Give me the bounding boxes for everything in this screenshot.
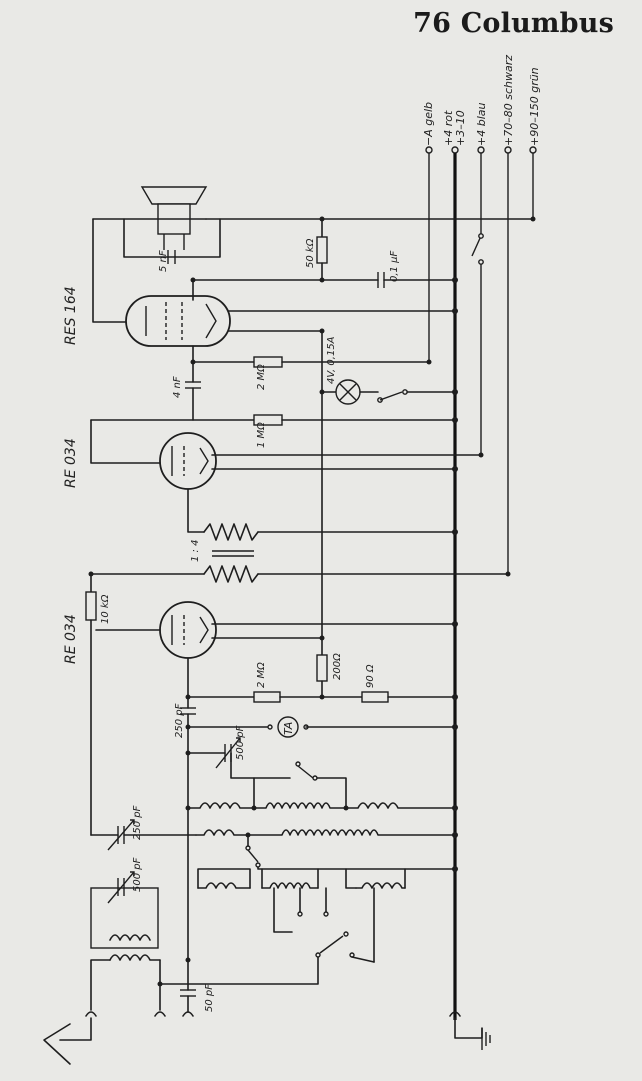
terminal-label-plus-4-rot: +4 rot [442,110,455,146]
terminal-plus-70-80 [504,146,512,154]
socket-aerial-a [85,1011,97,1017]
pilot-lamp [335,379,361,405]
resistor-2m-bottom [253,691,281,703]
terminal-minus-a [425,146,433,154]
label-transformer-ratio: 1 : 4 [190,540,201,562]
coil-tune-c [355,882,406,889]
label-r-1m: 1 MΩ [256,422,267,448]
band-switch-lower [315,931,355,958]
resistor-200 [316,654,328,682]
label-c-250pf-grid: 250 pF [174,703,185,738]
label-tube-res164: RES 164 [63,286,79,345]
band-switch-upper [295,761,318,781]
label-c-5nf: 5 nF [158,250,169,272]
terminal-plus-90-150 [529,146,537,154]
tube-re034-lower [159,601,217,659]
coil-medium-wave [345,802,456,809]
terminal-label-plus-4-blau: +4 blau [475,103,488,146]
resistor-10k [85,591,97,621]
label-r-2m-bottom: 2 MΩ [256,662,267,688]
coil-tune-a [197,882,251,889]
label-c-500pf-tune: 500 pF [132,857,143,892]
label-r-50k: 50 kΩ [305,238,316,268]
interstage-transformer [203,523,259,583]
filament-switch [471,233,484,265]
coil-long-wave [253,802,347,809]
supply-terminals: −A gelb +4 rot +3–10 +4 blau +70–80 schw… [422,55,541,154]
socket-aerial-c [182,1011,194,1017]
capacitor-0-1uf [377,272,385,288]
label-r-200: 200Ω [332,653,343,680]
label-tube-re034-upper: RE 034 [63,438,79,488]
label-c-0-1uf: 0,1 μF [389,251,400,282]
coil-aerial-main [247,829,456,836]
label-c-250pf-var: 250 pF [132,805,143,840]
terminal-plus-4-blau [477,146,485,154]
label-c-50pf: 50 pF [204,984,215,1012]
tube-res164-filament [205,303,217,339]
transformer-primary [203,565,259,583]
ground-symbol [481,1028,491,1050]
label-lamp: 4V, 0,15A [326,336,337,384]
socket-aerial-b [154,1011,166,1017]
transformer-secondary [203,523,259,541]
page-title: 76 Columbus [413,8,614,39]
label-pickup-ta: TA [282,722,295,735]
coil-reaction [187,802,255,809]
label-r-10k: 10 kΩ [100,594,111,624]
coil-aerial-input [109,954,161,961]
speaker-cone [140,186,208,205]
label-r-2m-top: 2 MΩ [256,364,267,390]
tube-re034-upper [159,432,217,490]
wire-speaker-cap-loop [123,218,221,258]
terminal-label-plus-70-80: +70–80 schwarz [502,55,515,146]
pickup-ta [267,716,309,738]
bus-junctions [88,216,536,987]
label-tube-re034-lower: RE 034 [63,614,79,664]
terminal-label-plus-90-150: +90–150 grün [528,67,541,146]
capacitor-5nf [167,250,176,264]
tube-res164-envelope [125,295,231,347]
label-c-4nf: 4 nF [172,376,183,398]
socket-ground [449,1011,461,1017]
aerial-symbol [43,1023,71,1065]
resistor-50k [316,236,328,264]
coil-aerial-coupling [195,829,249,836]
tube-res164 [125,295,231,347]
label-r-90: 90 Ω [365,664,376,688]
wire-speaker-anode [92,218,129,323]
label-c-500pf-reaction: 500 pF [235,725,246,760]
band-switch-middle [245,845,261,868]
terminal-plus-4 [451,146,459,154]
coil-aerial-tuned [109,934,151,941]
terminal-label-minus-a: −A gelb [422,102,435,146]
coil-tune-b [261,882,319,889]
lamp-switch [377,389,408,403]
resistor-90 [361,691,389,703]
terminal-label-plus-3-10: +3–10 [454,110,467,146]
aerial-tuning-circuit [90,871,159,949]
